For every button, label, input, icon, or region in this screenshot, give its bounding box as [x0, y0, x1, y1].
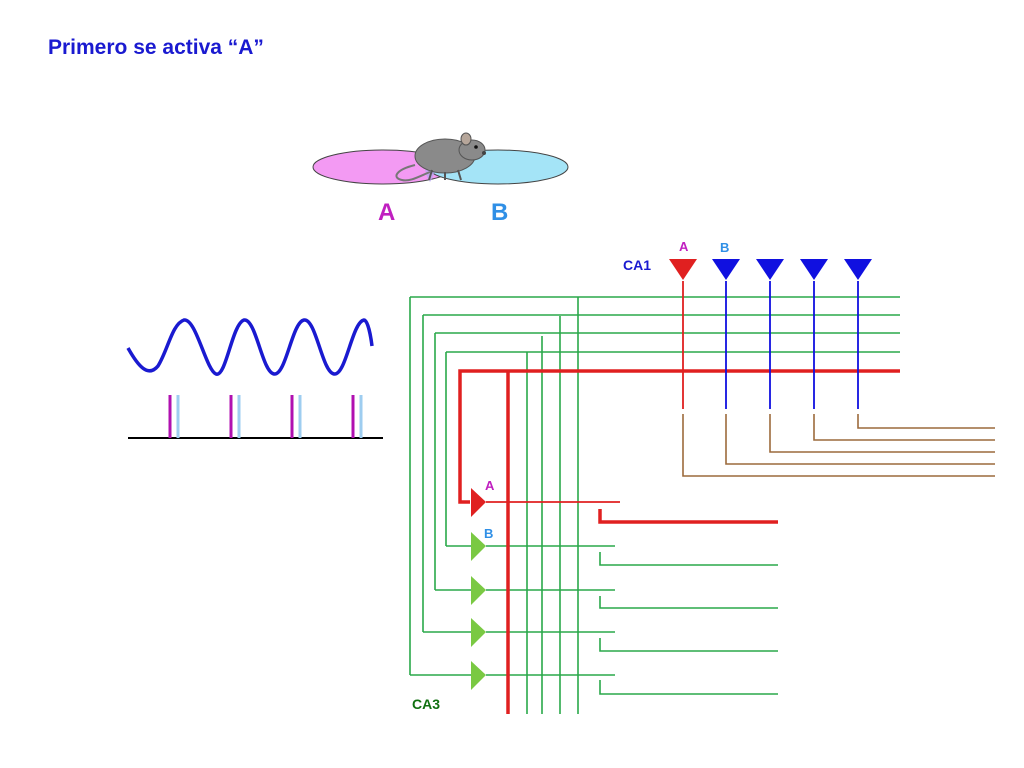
ca3-label: CA3: [412, 696, 440, 712]
ca1-neuron: [844, 259, 872, 280]
ca3-neuron-a-label: A: [485, 478, 495, 493]
ca3-neuron: [471, 576, 486, 605]
ca1-neuron-b-label: B: [720, 240, 729, 255]
active-pathway: [458, 281, 900, 714]
ca3-neurons: [471, 488, 486, 690]
ca3-neuron-b-label: B: [484, 526, 493, 541]
ca1-neuron-a-label: A: [679, 239, 689, 254]
ca1-neuron: [800, 259, 828, 280]
slide-title: Primero se activa “A”: [48, 36, 264, 59]
ca1-neuron-b: [712, 259, 740, 280]
ca1-neurons: [669, 259, 872, 280]
ca1-outputs: [682, 414, 995, 477]
ca3-neuron: [471, 661, 486, 690]
spike-raster: [128, 395, 383, 439]
ca1-neuron: [756, 259, 784, 280]
ca1-neuron-a: [669, 259, 697, 280]
ca3-neuron: [471, 618, 486, 647]
ca3-neuron-b: [471, 532, 486, 561]
place-field-b-label: B: [491, 199, 508, 226]
ca3-neuron-a: [471, 488, 486, 517]
ca1-dendrites: [725, 281, 859, 409]
ca1-label: CA1: [623, 257, 651, 273]
ca3-collaterals: [409, 296, 900, 714]
theta-wave: [126, 318, 374, 376]
place-field-a-label: A: [378, 199, 395, 226]
rat-icon: [395, 132, 486, 182]
